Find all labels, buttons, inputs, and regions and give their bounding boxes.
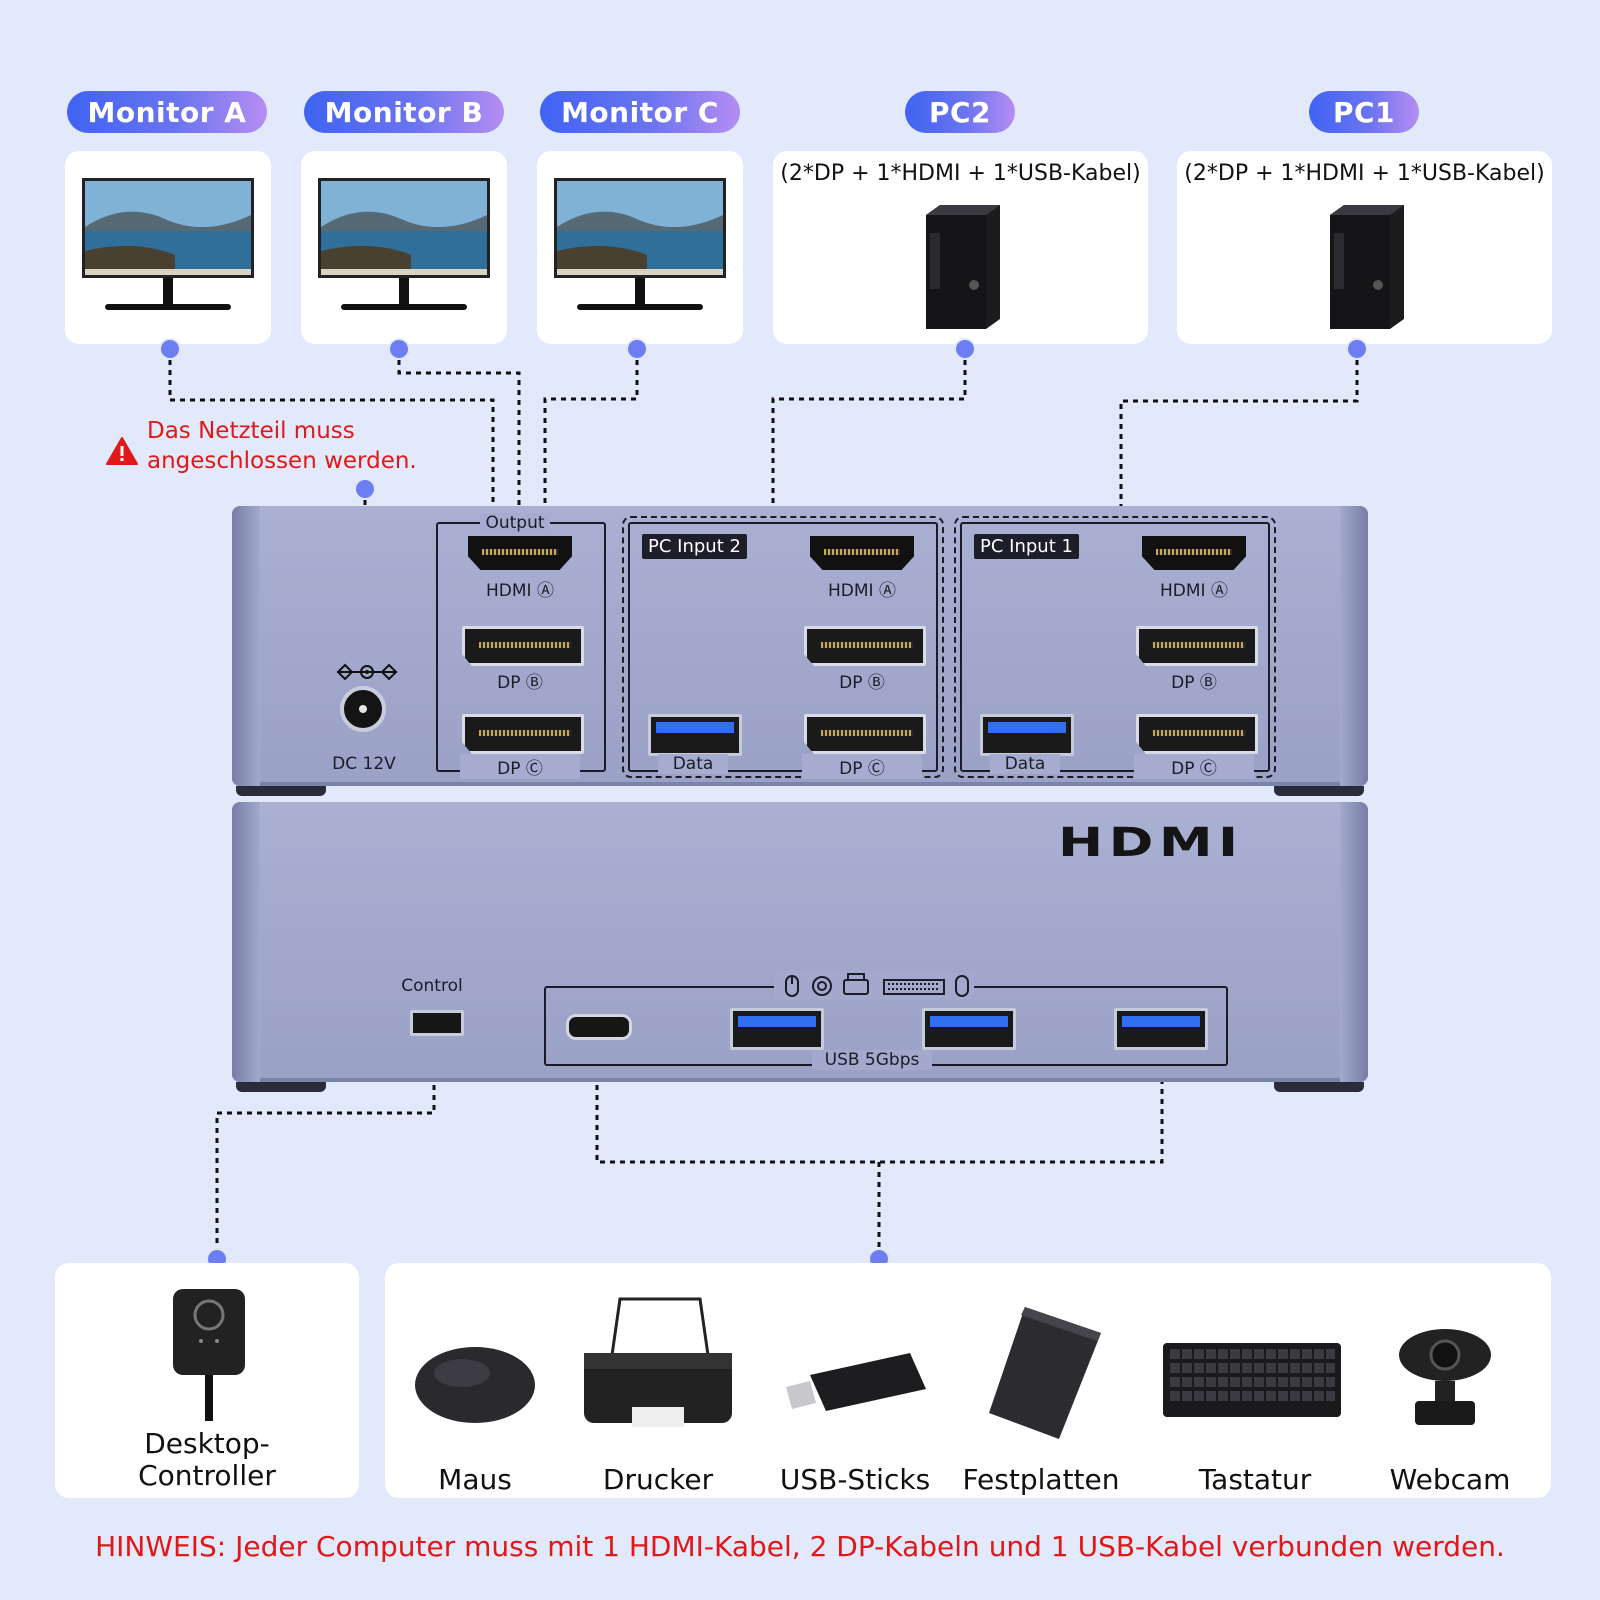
keyboard-icon	[1163, 1343, 1341, 1417]
monitor-icon	[318, 178, 490, 310]
usb-a-port-3[interactable]	[1114, 1008, 1208, 1050]
output-dp-c-port[interactable]	[462, 714, 584, 754]
input1-dp-c-label: DP Ⓒ	[1134, 754, 1254, 779]
device-label-keyboard: Tastatur	[1198, 1463, 1312, 1496]
device-label-hard-drives: Festplatten	[962, 1463, 1120, 1496]
input2-dp-c-label: DP Ⓒ	[802, 754, 922, 779]
input1-data-label: Data	[990, 754, 1060, 774]
control-label: Control	[401, 976, 463, 996]
pc-tower-icon	[926, 205, 1000, 329]
pc2-connector-dot	[956, 340, 974, 358]
input1-dp-c-port[interactable]	[1136, 714, 1258, 754]
output-hdmi-a-label: HDMI Ⓐ	[486, 581, 554, 601]
output-dp-b-label: DP Ⓑ	[497, 673, 543, 693]
output-dp-c-label: DP Ⓒ	[460, 754, 580, 779]
monitor-a-card	[65, 151, 271, 344]
usb-stick-icon	[786, 1353, 926, 1411]
pc-input-1-group	[954, 516, 1276, 778]
kvm-switch-top-panel: DC 12V Output HDMI Ⓐ DP Ⓑ DP Ⓒ PC Input …	[232, 506, 1368, 786]
monitor-a-connector-dot	[161, 340, 179, 358]
input2-usb-data-port[interactable]	[648, 714, 742, 756]
warning-icon	[106, 437, 138, 465]
device-label-printer: Drucker	[602, 1463, 714, 1496]
monitor-c-label: Monitor C	[540, 91, 740, 133]
webcam-icon	[1399, 1329, 1491, 1425]
panel-edge-right	[1340, 802, 1368, 1082]
printer-icon	[584, 1297, 732, 1427]
connection-note: HINWEIS: Jeder Computer muss mit 1 HDMI-…	[95, 1530, 1505, 1563]
output-hdmi-a-port[interactable]	[468, 536, 572, 570]
monitor-icon	[82, 178, 254, 310]
panel-edge-left	[232, 802, 260, 1082]
monitor-b-card	[301, 151, 507, 344]
pc1-label: PC1	[1309, 91, 1419, 133]
input1-hdmi-a-port[interactable]	[1142, 536, 1246, 570]
input1-hdmi-a-label: HDMI Ⓐ	[1160, 581, 1228, 601]
monitor-icon	[554, 178, 726, 310]
pc2-caption: (2*DP + 1*HDMI + 1*USB-Kabel)	[780, 161, 1141, 186]
dc-power-jack[interactable]	[340, 686, 386, 732]
hard-drive-icon	[989, 1307, 1101, 1439]
usb-speed-label: USB 5Gbps	[812, 1050, 932, 1070]
pc1-caption: (2*DP + 1*HDMI + 1*USB-Kabel)	[1184, 161, 1545, 186]
device-label-usb-sticks: USB-Sticks	[779, 1463, 931, 1496]
bottom-unit-foot-left	[236, 1082, 326, 1092]
desktop-controller-icon	[173, 1289, 245, 1421]
mouse-icon	[415, 1347, 535, 1423]
pc-input-1-label: PC Input 1	[974, 534, 1079, 559]
desktop-controller-label-line-2: Controller	[138, 1459, 276, 1492]
panel-edge-right	[1340, 506, 1368, 786]
monitor-c-card	[537, 151, 743, 344]
pc1-card: (2*DP + 1*HDMI + 1*USB-Kabel)	[1177, 151, 1552, 344]
dc-label: DC 12V	[332, 754, 396, 774]
input2-data-label: Data	[658, 754, 728, 774]
input1-usb-data-port[interactable]	[980, 714, 1074, 756]
input1-dp-b-label: DP Ⓑ	[1171, 673, 1217, 693]
power-warning: Das Netzteil muss angeschlossen werden.	[147, 416, 467, 476]
pc1-connector-dot	[1348, 340, 1366, 358]
control-port[interactable]	[410, 1010, 464, 1036]
device-label-webcam: Webcam	[1389, 1463, 1511, 1496]
top-unit-foot-right	[1274, 786, 1364, 796]
usb-c-port[interactable]	[566, 1014, 632, 1040]
monitor-b-label: Monitor B	[304, 91, 504, 133]
usb-device-icons	[774, 972, 974, 1000]
dc-jack-pin	[359, 705, 367, 713]
input1-dp-b-port[interactable]	[1136, 626, 1258, 666]
monitor-c-connector-dot	[628, 340, 646, 358]
hdmi-brand-logo: HDMI	[1058, 820, 1244, 866]
desktop-controller-label: Desktop- Controller	[55, 1428, 359, 1492]
input2-dp-c-port[interactable]	[804, 714, 926, 754]
desktop-controller-card: Desktop- Controller	[55, 1263, 359, 1498]
peripherals-card: Maus Drucker USB-Sticks Festplatten Tast…	[385, 1263, 1551, 1498]
pc2-card: (2*DP + 1*HDMI + 1*USB-Kabel)	[773, 151, 1148, 344]
pc2-label: PC2	[905, 91, 1015, 133]
warning-line-1: Das Netzteil muss	[147, 418, 355, 444]
pc-tower-icon	[1330, 205, 1404, 329]
panel-edge-left	[232, 506, 260, 786]
usb-a-port-2[interactable]	[922, 1008, 1016, 1050]
monitor-a-label: Monitor A	[67, 91, 267, 133]
usb-a-port-1[interactable]	[730, 1008, 824, 1050]
device-label-mouse: Maus	[438, 1463, 512, 1496]
warning-line-2: angeschlossen werden.	[147, 448, 417, 474]
top-unit-foot-left	[236, 786, 326, 796]
output-label: Output	[480, 513, 550, 533]
kvm-switch-bottom-panel: HDMI Control USB 5Gbps	[232, 802, 1368, 1082]
input2-dp-b-port[interactable]	[804, 626, 926, 666]
bottom-unit-foot-right	[1274, 1082, 1364, 1092]
desktop-controller-label-line-1: Desktop-	[144, 1427, 270, 1460]
pc-input-2-group	[622, 516, 944, 778]
pc-input-2-label: PC Input 2	[642, 534, 747, 559]
monitor-b-connector-dot	[390, 340, 408, 358]
dc-polarity-icon	[336, 663, 398, 681]
power-connector-dot	[356, 480, 374, 498]
input2-hdmi-a-label: HDMI Ⓐ	[828, 581, 896, 601]
input2-dp-b-label: DP Ⓑ	[839, 673, 885, 693]
input2-hdmi-a-port[interactable]	[810, 536, 914, 570]
output-dp-b-port[interactable]	[462, 626, 584, 666]
